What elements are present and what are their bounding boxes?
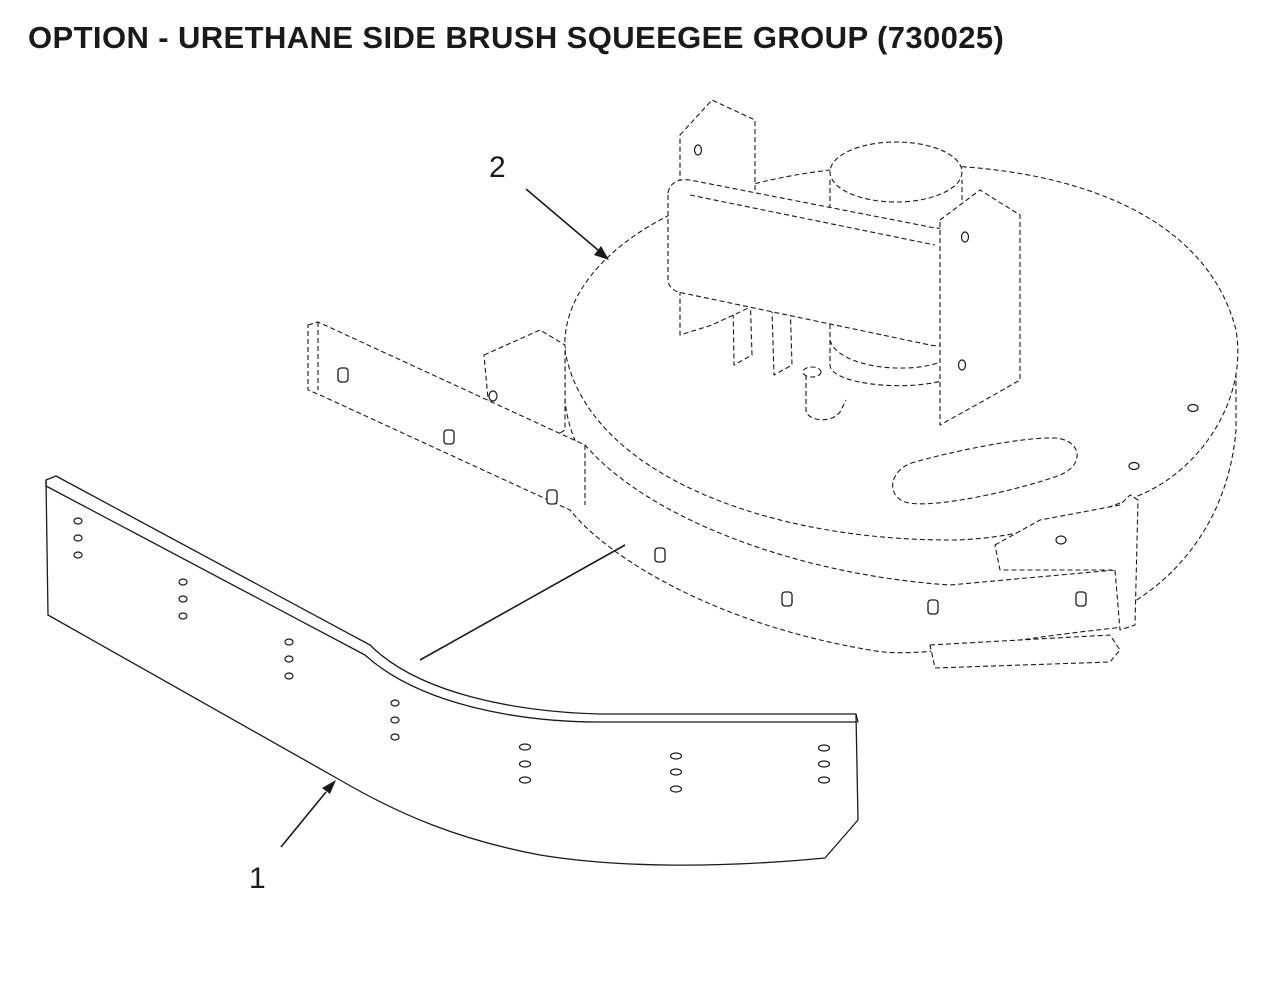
squeegee-holder [307, 321, 1131, 669]
disc-hole [1187, 403, 1199, 413]
leader-line [525, 188, 599, 251]
callout-2: 2 [489, 151, 609, 260]
mounting-studs [337, 367, 1087, 615]
slot-opening [892, 437, 1078, 505]
page-title: OPTION - URETHANE SIDE BRUSH SQUEEGEE GR… [28, 20, 1005, 55]
mounting-holes [73, 517, 831, 793]
arrowhead [594, 246, 609, 260]
callout-number: 1 [249, 862, 266, 895]
stud [927, 599, 939, 615]
stud [781, 591, 793, 607]
stud [546, 489, 558, 505]
side-brush-assembly [307, 99, 1239, 669]
pivot-bracket-right [994, 494, 1139, 631]
stud [337, 367, 349, 383]
assembly-line [419, 544, 626, 661]
urethane-squeegee-blade [45, 475, 859, 866]
stud [1075, 591, 1087, 607]
mounting-yoke [667, 99, 1021, 426]
callout-number: 2 [489, 151, 506, 184]
stud [654, 547, 666, 563]
hose-elbow [805, 375, 847, 421]
arrowhead [322, 780, 336, 794]
leader-line [280, 791, 327, 848]
callout-1: 1 [249, 780, 336, 895]
disc-hole [1128, 461, 1140, 471]
brace [771, 299, 793, 376]
stud [443, 429, 455, 445]
